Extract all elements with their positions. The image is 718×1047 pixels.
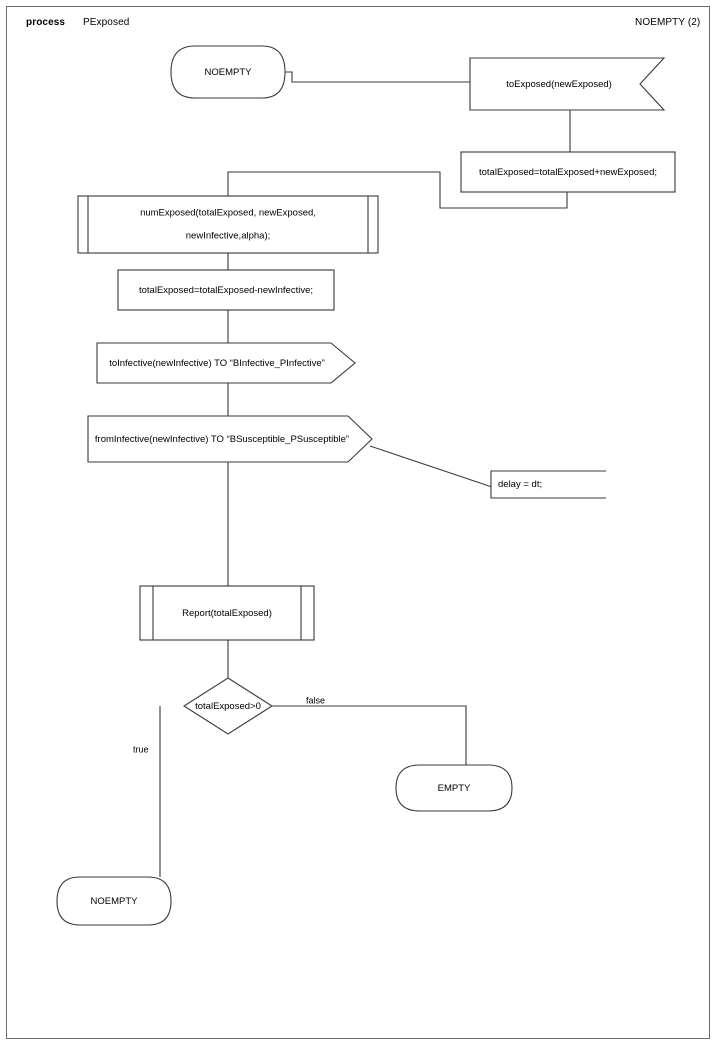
node-label-decision: totalExposed>0 xyxy=(195,701,261,712)
node-signal-toinfective[interactable]: toInfective(newInfective) TO “BInfective… xyxy=(96,342,356,384)
node-label-toinfective: toInfective(newInfective) TO “BInfective… xyxy=(109,358,325,369)
node-label-start-noempty: NOEMPTY xyxy=(205,67,253,78)
edge-label-false: false xyxy=(306,695,325,705)
node-terminal-end-noempty[interactable]: NOEMPTY xyxy=(56,876,172,926)
connector-decision-false-to-empty xyxy=(272,705,467,765)
edge-label-true: true xyxy=(133,744,149,754)
node-label-delay: delay = dt; xyxy=(498,479,542,490)
node-label-end-empty: EMPTY xyxy=(438,783,471,794)
node-subroutine-report[interactable]: Report(totalExposed) xyxy=(139,585,315,641)
connector-start-to-toexposed xyxy=(285,71,470,83)
node-label-numexposed-line2: newInfective,alpha); xyxy=(186,231,271,242)
node-label-total-add: totalExposed=totalExposed+newExposed; xyxy=(479,167,657,178)
node-annotation-delay: delay = dt; xyxy=(490,470,606,499)
node-decision-totalexposed[interactable]: totalExposed>0 xyxy=(182,677,274,735)
header-process-name: PExposed xyxy=(83,17,130,28)
node-signal-frominfective[interactable]: fromInfective(newInfective) TO “BSuscept… xyxy=(87,415,373,463)
header-kind-label: process xyxy=(26,17,66,28)
node-label-report: Report(totalExposed) xyxy=(182,608,272,619)
node-process-total-add[interactable]: totalExposed=totalExposed+newExposed; xyxy=(460,151,676,193)
node-terminal-end-empty[interactable]: EMPTY xyxy=(395,764,513,812)
node-label-numexposed-line1: numExposed(totalExposed, newExposed, xyxy=(140,208,316,219)
node-signal-toexposed[interactable]: toExposed(newExposed) xyxy=(469,57,666,111)
node-process-total-sub[interactable]: totalExposed=totalExposed-newInfective; xyxy=(117,269,335,311)
node-label-total-sub: totalExposed=totalExposed-newInfective; xyxy=(139,285,313,296)
node-label-end-noempty: NOEMPTY xyxy=(91,896,139,907)
header-state-label: NOEMPTY (2) xyxy=(635,17,701,28)
node-label-toexposed: toExposed(newExposed) xyxy=(506,79,612,90)
connector-totaladd-to-numexposed xyxy=(227,171,568,209)
node-terminal-start-noempty[interactable]: NOEMPTY xyxy=(170,45,286,99)
node-label-frominfective: fromInfective(newInfective) TO “BSuscept… xyxy=(95,434,349,445)
leader-line-delay-note xyxy=(369,445,493,488)
node-subroutine-numexposed[interactable]: numExposed(totalExposed, newExposed, new… xyxy=(77,195,379,254)
